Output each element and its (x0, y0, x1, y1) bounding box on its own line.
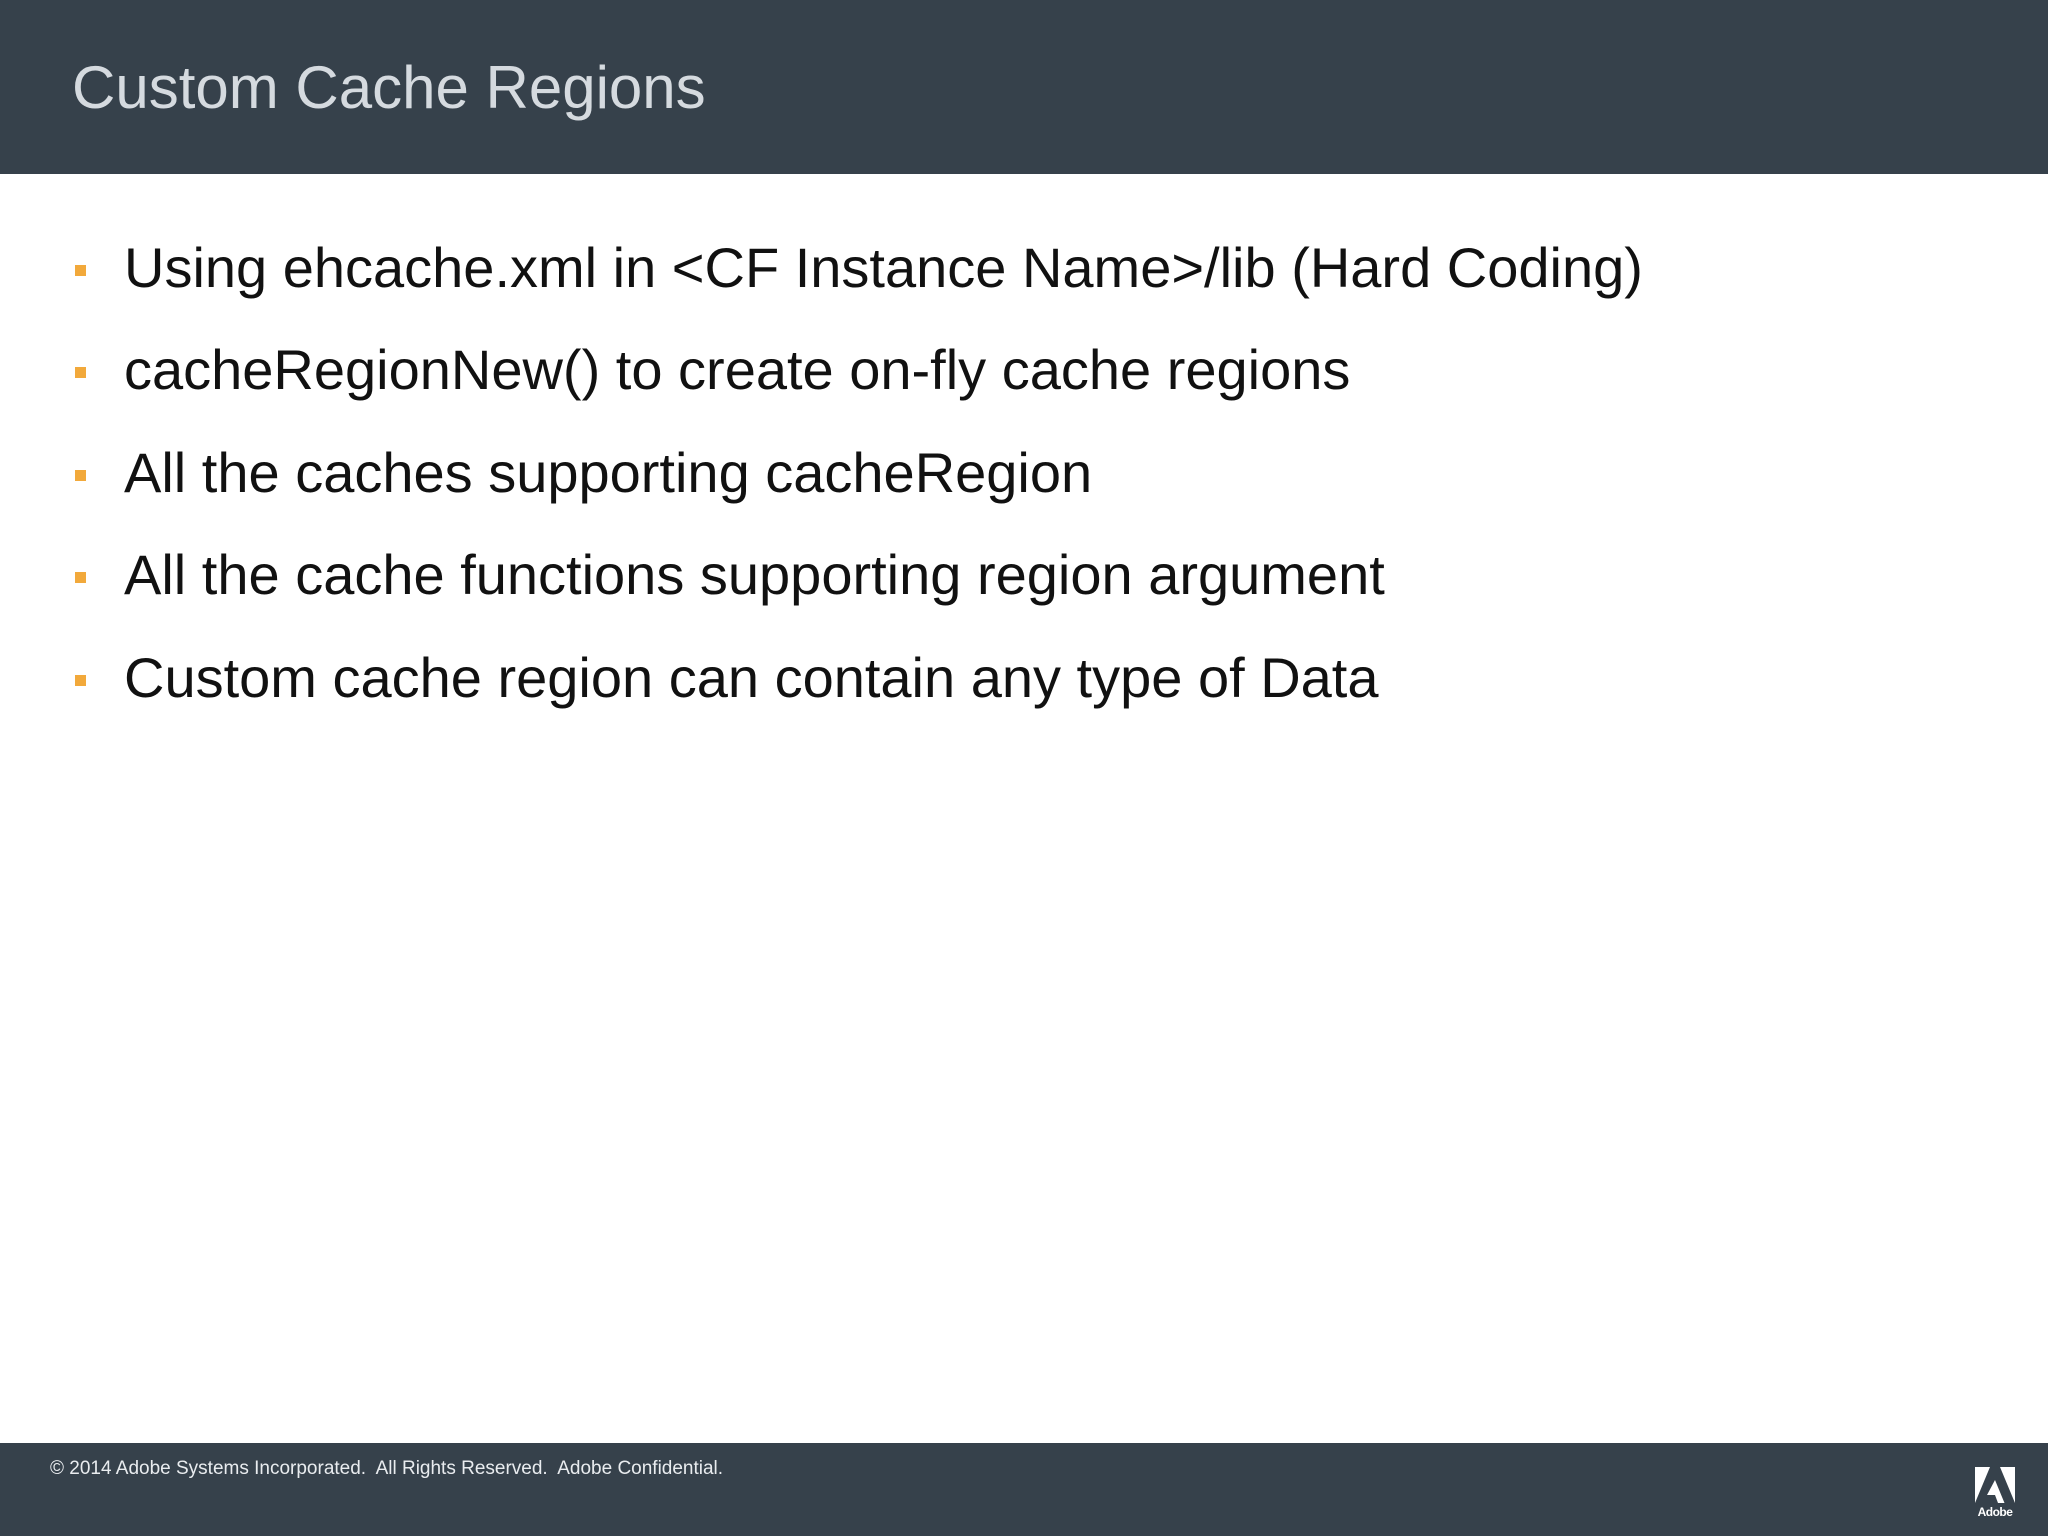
bullet-text: Custom cache region can contain any type… (124, 646, 1379, 709)
bullet-text: Using ehcache.xml in <CF Instance Name>/… (124, 236, 1643, 299)
footer-bar: © 2014 Adobe Systems Incorporated. All R… (0, 1443, 2048, 1536)
adobe-logo-mark (1975, 1467, 2015, 1503)
bullet-item: Using ehcache.xml in <CF Instance Name>/… (0, 233, 1900, 303)
title-bar: Custom Cache Regions (0, 0, 2048, 174)
bullet-text: All the cache functions supporting regio… (124, 543, 1385, 606)
square-bullet-icon (75, 265, 86, 276)
copyright-notice: © 2014 Adobe Systems Incorporated. All R… (50, 1458, 724, 1479)
bullet-text: cacheRegionNew() to create on-fly cache … (124, 338, 1351, 401)
bullet-item: All the caches supporting cacheRegion (0, 438, 1900, 508)
slide-title: Custom Cache Regions (72, 54, 706, 121)
bullet-item: Custom cache region can contain any type… (0, 643, 1900, 713)
square-bullet-icon (75, 675, 86, 686)
square-bullet-icon (75, 572, 86, 583)
adobe-logo-icon: Adobe (1972, 1467, 2018, 1523)
adobe-wordmark: Adobe (1977, 1505, 2013, 1519)
square-bullet-icon (75, 367, 86, 378)
bullet-item: All the cache functions supporting regio… (0, 540, 1900, 610)
bullet-item: cacheRegionNew() to create on-fly cache … (0, 335, 1900, 405)
bullet-text: All the caches supporting cacheRegion (124, 441, 1093, 504)
square-bullet-icon (75, 470, 86, 481)
